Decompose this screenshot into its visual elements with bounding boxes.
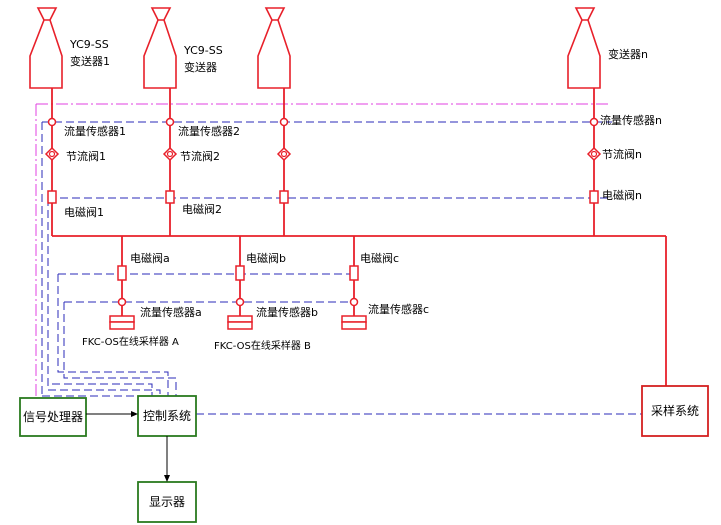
flow-sensor-n-label: 流量传感器n bbox=[600, 113, 662, 127]
solenoid-b-label: 电磁阀b bbox=[246, 251, 286, 265]
arrow-control-to-display bbox=[164, 436, 170, 482]
throttle-core-3 bbox=[280, 150, 288, 158]
sampler-base-b bbox=[227, 321, 253, 330]
flow-sensor-b bbox=[235, 297, 245, 307]
solenoid-n-label: 电磁阀n bbox=[602, 188, 642, 202]
flow-sensor-2 bbox=[165, 117, 175, 127]
transmitter-2 bbox=[143, 7, 177, 89]
transmitter-1-model: YC9-SS bbox=[69, 38, 109, 51]
flow-sensor-a-label: 流量传感器a bbox=[140, 305, 202, 319]
throttle-1-label: 节流阀1 bbox=[66, 149, 106, 163]
sampler-top-a bbox=[109, 315, 135, 323]
sampler-base-a bbox=[109, 321, 135, 330]
sampler-top-b bbox=[227, 315, 253, 323]
solenoid-valve-c bbox=[349, 265, 359, 281]
display-box: 显示器 bbox=[137, 481, 197, 523]
solenoid-valve-b bbox=[235, 265, 245, 281]
throttle-2-label: 节流阀2 bbox=[180, 149, 220, 163]
solenoid-valve-a bbox=[117, 265, 127, 281]
dashdot-line bbox=[35, 103, 608, 400]
solenoid-valve-2 bbox=[165, 190, 175, 204]
throttle-core-n bbox=[590, 150, 598, 158]
sampler-a-label: FKC-OS在线采样器 A bbox=[82, 335, 179, 348]
sampler-base-c bbox=[341, 321, 367, 330]
throttle-core-1 bbox=[48, 150, 56, 158]
flow-sensor-1-label: 流量传感器1 bbox=[64, 124, 126, 138]
control-system-box: 控制系统 bbox=[137, 395, 197, 437]
solenoid-c-label: 电磁阀c bbox=[360, 251, 399, 265]
flow-sensor-c-label: 流量传感器c bbox=[368, 302, 429, 316]
signal-lines bbox=[41, 121, 642, 415]
solenoid-1-label: 电磁阀1 bbox=[64, 205, 104, 219]
solenoid-2-label: 电磁阀2 bbox=[182, 202, 222, 216]
solenoid-a-label: 电磁阀a bbox=[130, 251, 170, 265]
transmitter-1 bbox=[29, 7, 63, 89]
branch-components bbox=[44, 117, 602, 204]
signal-processor-label: 信号处理器 bbox=[23, 410, 83, 424]
signal-processor-box: 信号处理器 bbox=[19, 397, 87, 437]
transmitter-n bbox=[567, 7, 601, 89]
transmitter-n-name: 变送器n bbox=[608, 47, 648, 61]
solenoid-valve-n bbox=[589, 190, 599, 204]
sampler-b-label: FKC-OS在线采样器 B bbox=[214, 339, 311, 352]
transmitter-3 bbox=[257, 7, 291, 89]
flow-sensor-1 bbox=[47, 117, 57, 127]
throttle-core-2 bbox=[166, 150, 174, 158]
lower-components bbox=[109, 265, 367, 330]
sampler-top-c bbox=[341, 315, 367, 323]
control-system-label: 控制系统 bbox=[143, 409, 191, 423]
flow-sensor-3 bbox=[279, 117, 289, 127]
flow-sensor-c bbox=[349, 297, 359, 307]
flow-sensor-n bbox=[589, 117, 599, 127]
flow-sensor-a bbox=[117, 297, 127, 307]
transmitter-1-name: 变送器1 bbox=[70, 54, 110, 68]
sampling-system-box: 采样系统 bbox=[641, 385, 709, 437]
sampling-system-label: 采样系统 bbox=[651, 403, 699, 418]
throttle-n-label: 节流阀n bbox=[602, 147, 642, 161]
arrow-processor-to-control bbox=[86, 411, 138, 417]
solenoid-valve-1 bbox=[47, 190, 57, 204]
display-label: 显示器 bbox=[149, 495, 185, 509]
flow-sensor-2-label: 流量传感器2 bbox=[178, 124, 240, 138]
solenoid-valve-3 bbox=[279, 190, 289, 204]
transmitter-2-model: YC9-SS bbox=[183, 44, 223, 57]
flow-sensor-b-label: 流量传感器b bbox=[256, 305, 318, 319]
transmitter-2-name: 变送器 bbox=[184, 60, 217, 74]
